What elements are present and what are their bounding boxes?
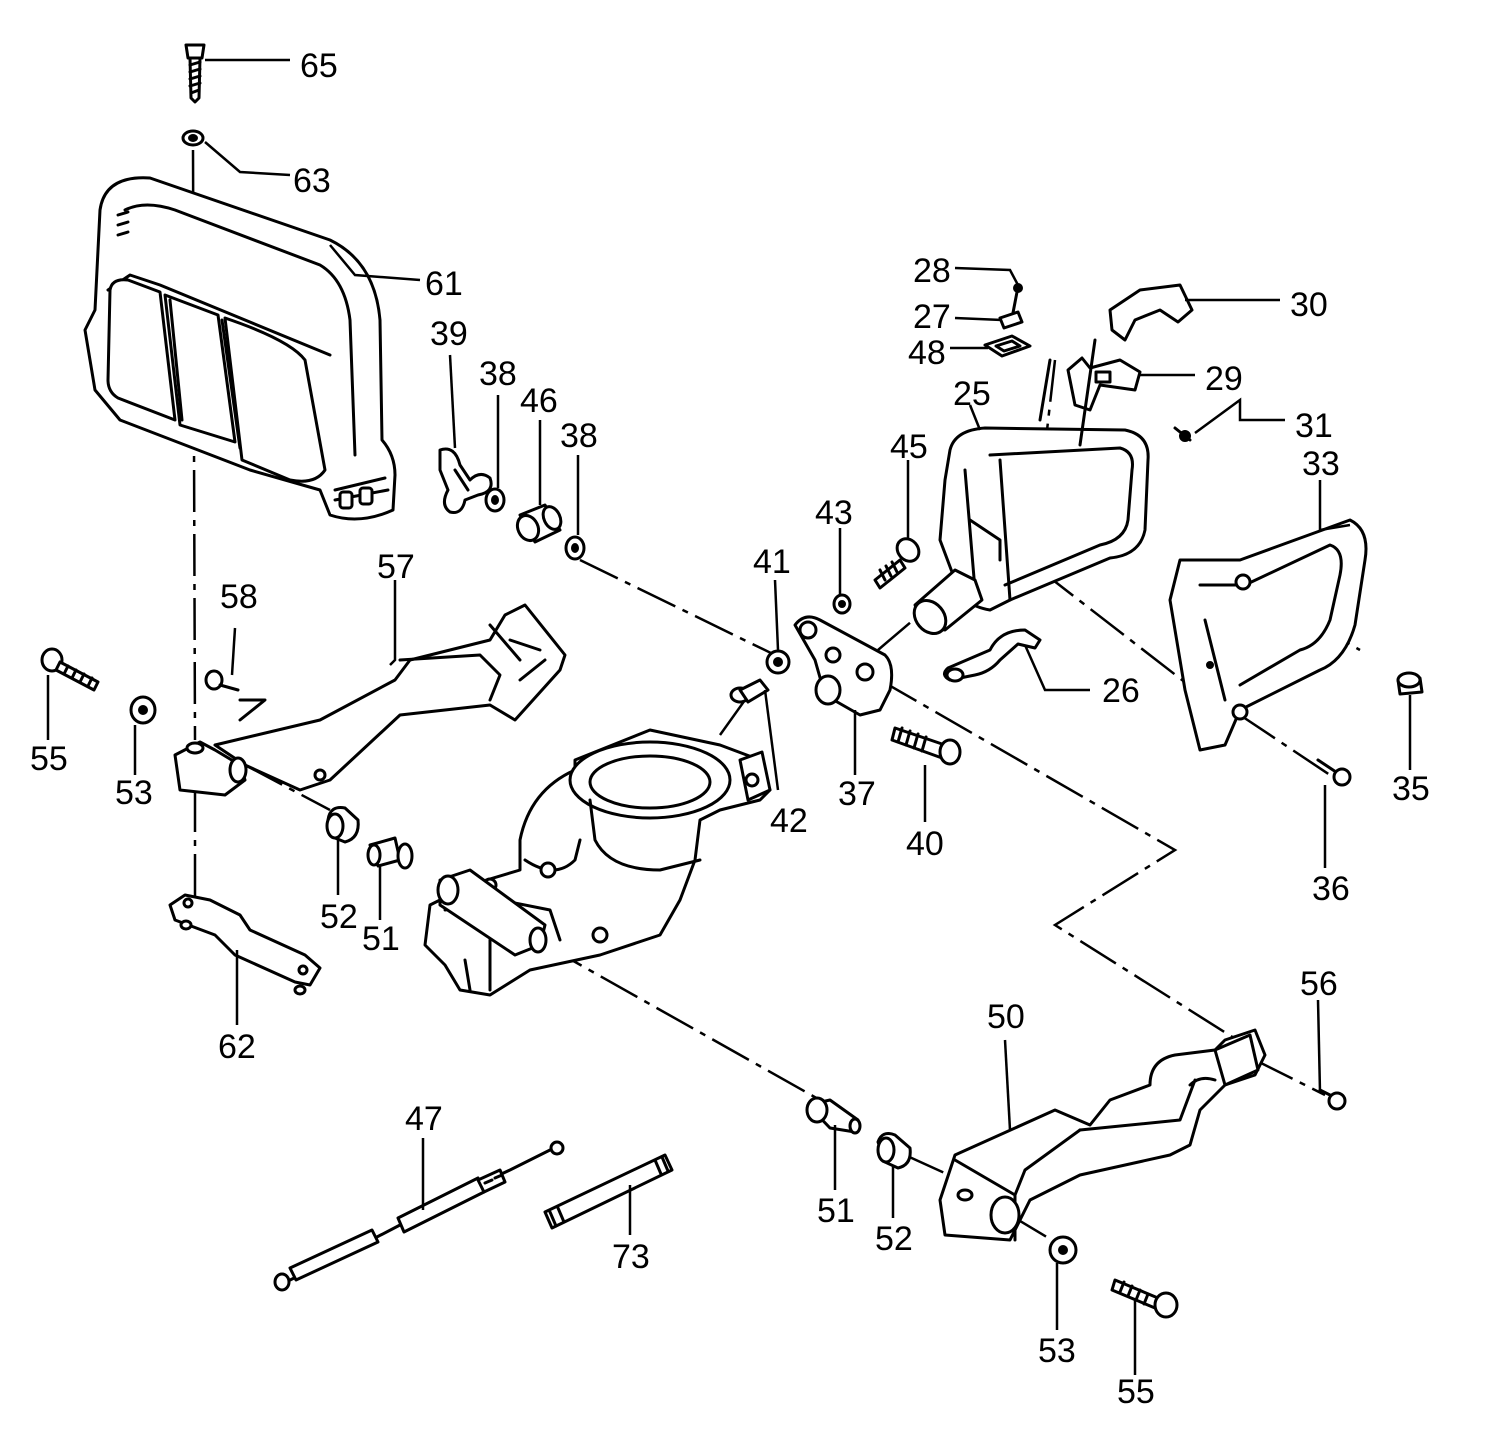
part-56-screw [1318, 1088, 1347, 1111]
part-57-cover-plate [213, 603, 567, 792]
part-38-washer-b [564, 535, 586, 561]
part-73-stud [543, 1153, 674, 1230]
callout-51-a: 51 [362, 920, 400, 958]
part-53-washer-a [129, 695, 157, 725]
callout-56: 56 [1300, 965, 1338, 1003]
part-52-bushing-b [876, 1132, 912, 1170]
part-40-bolt [890, 726, 962, 766]
part-53-washer-b [1048, 1235, 1078, 1265]
callout-65: 65 [300, 47, 338, 85]
callout-labels: 65 63 61 39 38 46 38 28 27 48 30 29 25 3… [30, 47, 1430, 1411]
part-63-washer [181, 129, 205, 147]
part-29-trigger [1066, 356, 1142, 412]
part-52-bushing-a [325, 806, 360, 844]
part-45-screw [873, 537, 921, 590]
part-35-cap [1396, 671, 1424, 696]
leader-lines [46, 58, 1412, 1375]
callout-47: 47 [405, 1100, 443, 1138]
part-48-gasket [983, 334, 1032, 358]
callout-45: 45 [890, 428, 928, 466]
callout-29: 29 [1205, 360, 1243, 398]
part-46-sleeve [515, 503, 563, 544]
callout-39: 39 [430, 315, 468, 353]
part-47-throttle-cable [273, 1140, 565, 1292]
callout-73: 73 [612, 1238, 650, 1276]
callout-36: 36 [1312, 870, 1350, 908]
part-61-front-handle [83, 176, 397, 521]
part-42-pin [729, 678, 770, 704]
part-51-pin-b [805, 1096, 862, 1135]
callout-38-b: 38 [560, 417, 598, 455]
callout-50: 50 [987, 998, 1025, 1036]
part-33-rear-frame [1168, 518, 1368, 752]
callout-27: 27 [913, 298, 951, 336]
callout-48: 48 [908, 334, 946, 372]
part-30-lever-cover [1108, 283, 1194, 342]
part-36-screw [1316, 758, 1352, 787]
part-25-rear-handle [912, 338, 1150, 635]
part-27-plate [998, 310, 1024, 330]
part-41-nut [765, 649, 791, 675]
callout-42: 42 [770, 802, 808, 840]
callout-62: 62 [218, 1028, 256, 1066]
callout-30: 30 [1290, 286, 1328, 324]
part-38-washer-a [484, 487, 506, 513]
part-39-wing-bolt [438, 447, 493, 514]
part-62-lower-plate [168, 893, 322, 996]
callout-31: 31 [1295, 407, 1333, 445]
callout-53-b: 53 [1038, 1332, 1076, 1370]
callout-35: 35 [1392, 770, 1430, 808]
callout-38-a: 38 [479, 355, 517, 393]
part-58-bolt [204, 669, 240, 692]
callout-52-b: 52 [875, 1220, 913, 1258]
callout-51-b: 51 [817, 1192, 855, 1230]
part-26-cable-clamp [943, 628, 1042, 683]
part-51-pin-a [366, 836, 414, 870]
gear-case-housing [423, 728, 772, 997]
callout-28: 28 [913, 252, 951, 290]
callout-55-b: 55 [1117, 1373, 1155, 1411]
callout-43: 43 [815, 494, 853, 532]
part-31-spring [1173, 426, 1192, 442]
callout-52-a: 52 [320, 898, 358, 936]
callout-25: 25 [953, 375, 991, 413]
hinge-block-upper [173, 740, 248, 797]
callout-55-a: 55 [30, 740, 68, 778]
part-37-bracket-block [793, 615, 894, 717]
callout-46: 46 [520, 382, 558, 420]
callout-63: 63 [293, 162, 331, 200]
callout-33: 33 [1302, 445, 1340, 483]
part-65-screw [184, 43, 206, 104]
part-55-bolt-a [40, 647, 100, 692]
callout-57: 57 [377, 548, 415, 586]
callout-26: 26 [1102, 672, 1140, 710]
callout-61: 61 [425, 265, 463, 303]
part-43-washer [832, 593, 852, 615]
callout-58: 58 [220, 578, 258, 616]
callout-40: 40 [906, 825, 944, 863]
part-50-blade-arm [938, 1028, 1267, 1242]
callout-37: 37 [838, 775, 876, 813]
part-55-bolt-b [1110, 1278, 1179, 1319]
callout-53-a: 53 [115, 774, 153, 812]
callout-41: 41 [753, 543, 791, 581]
